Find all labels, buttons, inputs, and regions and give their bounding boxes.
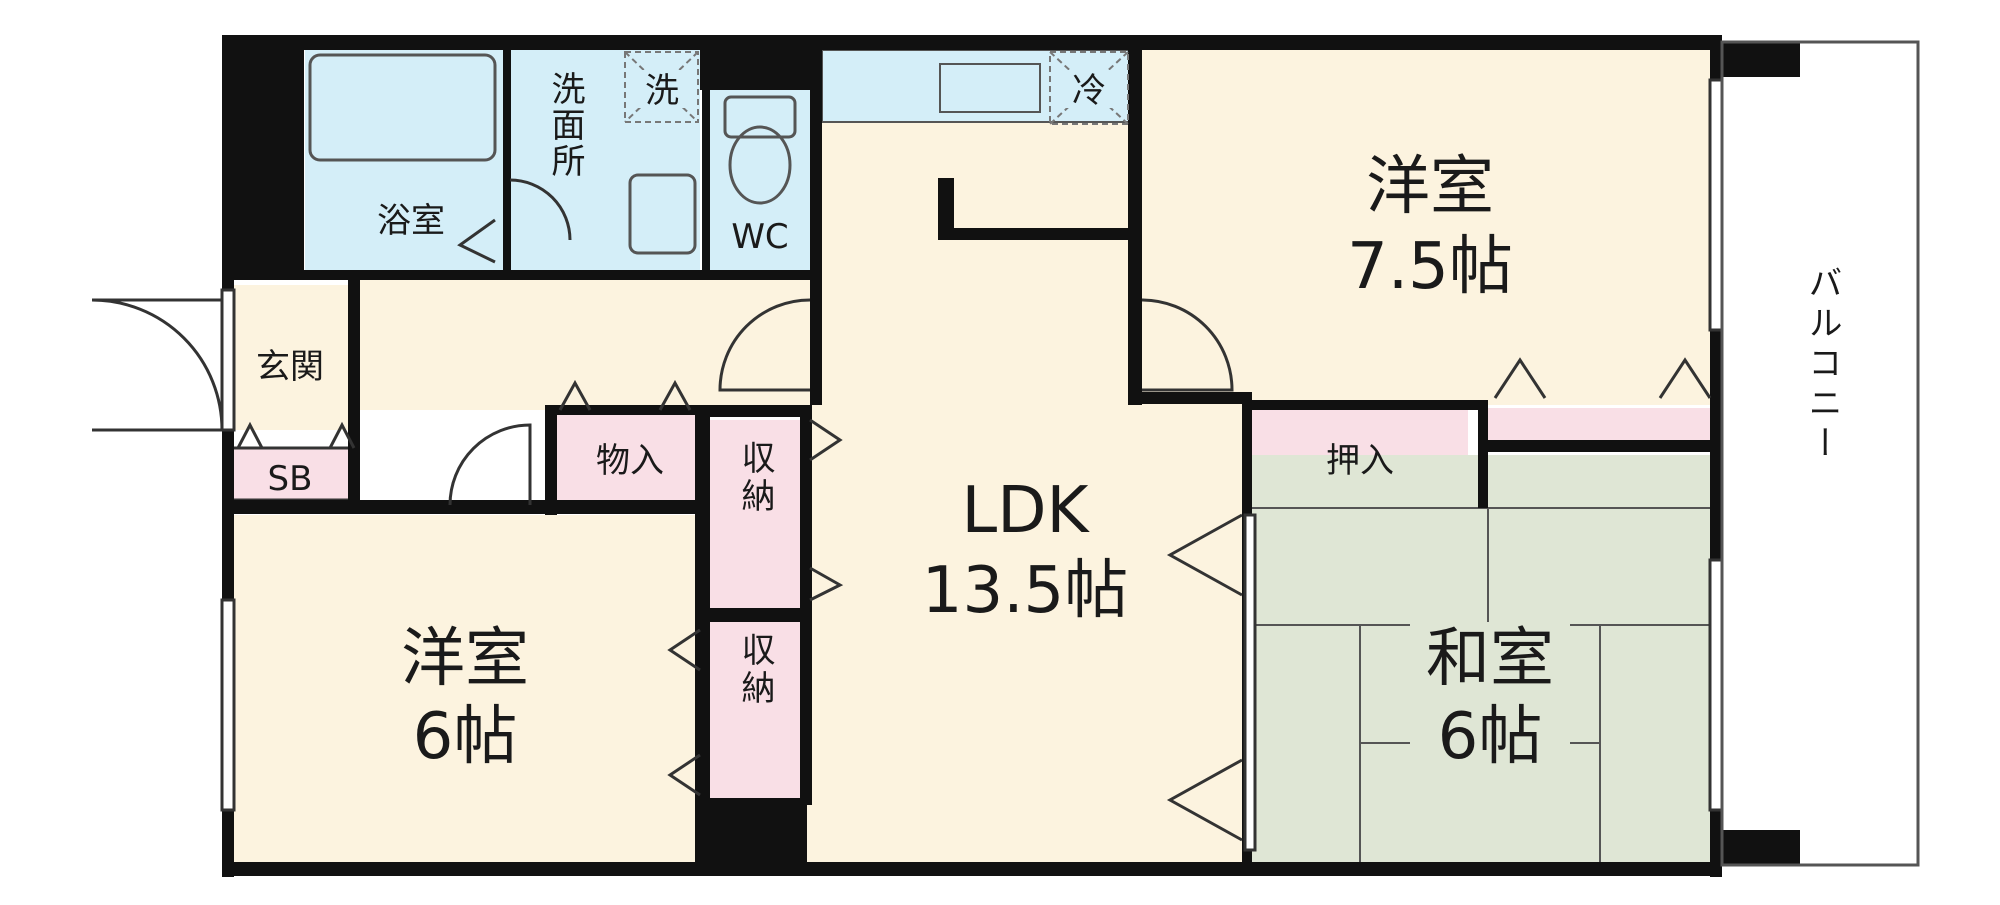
room-western-large-floor bbox=[1142, 50, 1710, 405]
fridge-box bbox=[1049, 51, 1129, 125]
door-corridor-room bbox=[448, 423, 532, 506]
label-toilet: WC bbox=[731, 217, 788, 257]
door-closet-4 bbox=[667, 753, 701, 797]
balcony-railing bbox=[1720, 40, 1920, 867]
door-wc bbox=[718, 298, 811, 392]
label-western-small-name: 洋室 bbox=[401, 622, 529, 696]
label-western-small-size: 6帖 bbox=[413, 700, 518, 774]
door-closet-1 bbox=[809, 418, 843, 462]
door-closet-2 bbox=[809, 566, 844, 602]
label-closet-upper: 収納 bbox=[735, 440, 775, 516]
storeroom-floor bbox=[555, 410, 695, 502]
label-ldk-size: 13.5帖 bbox=[922, 554, 1129, 628]
room-entrance-floor bbox=[230, 285, 350, 430]
toilet-tank bbox=[723, 95, 797, 139]
label-storeroom: 物入 bbox=[596, 441, 664, 481]
label-shoebox: SB bbox=[268, 459, 313, 499]
toilet-bowl bbox=[728, 125, 792, 205]
door-storeroom-1 bbox=[558, 379, 592, 411]
kitchen-sink bbox=[939, 63, 1041, 113]
entrance-door[interactable] bbox=[91, 288, 236, 432]
bathtub bbox=[308, 53, 497, 162]
door-sb-1 bbox=[236, 421, 264, 449]
door-oshiire-2 bbox=[1658, 357, 1712, 399]
door-sb-2 bbox=[328, 421, 356, 449]
door-ldk-tatami-1 bbox=[1166, 513, 1243, 597]
room-western-small-floor bbox=[230, 515, 700, 862]
door-ldk-tatami-2 bbox=[1166, 758, 1243, 842]
label-japanese-name: 和室 bbox=[1426, 622, 1554, 696]
washer-box bbox=[624, 51, 699, 123]
label-bathroom: 浴室 bbox=[377, 201, 445, 241]
label-japanese-size: 6帖 bbox=[1438, 700, 1543, 774]
door-oshiire-1 bbox=[1493, 357, 1547, 399]
door-swings bbox=[236, 178, 1712, 842]
label-western-large-name: 洋室 bbox=[1366, 150, 1494, 224]
oshiire-extension bbox=[1488, 408, 1710, 440]
door-storeroom-2 bbox=[658, 379, 692, 411]
label-washer: 洗 bbox=[645, 71, 679, 111]
door-closet-3 bbox=[667, 628, 701, 672]
wash-basin bbox=[628, 173, 697, 255]
label-balcony: バルコニー bbox=[1802, 265, 1842, 465]
label-fridge: 冷 bbox=[1072, 71, 1106, 111]
label-closet-lower: 収納 bbox=[735, 632, 775, 708]
door-bath bbox=[457, 218, 496, 264]
shoebox-floor bbox=[228, 446, 352, 502]
door-washroom bbox=[509, 178, 572, 241]
label-washroom: 洗面所 bbox=[545, 71, 585, 179]
door-western-large bbox=[1141, 298, 1234, 392]
label-oshiire: 押入 bbox=[1326, 441, 1394, 481]
room-toilet-floor bbox=[710, 90, 810, 270]
label-entrance: 玄関 bbox=[256, 347, 324, 387]
label-western-large-size: 7.5帖 bbox=[1347, 230, 1513, 304]
ldk-floor bbox=[352, 50, 1245, 862]
labels: 洗 冷 浴室 洗面所 WC 玄関 SB 物入 収納 収納 押入 洋室 7.5帖 … bbox=[256, 70, 1842, 774]
walls bbox=[222, 35, 1800, 877]
closet-upper-floor bbox=[710, 420, 800, 608]
label-ldk-name: LDK bbox=[962, 474, 1091, 548]
closet-lower-floor bbox=[710, 622, 800, 798]
